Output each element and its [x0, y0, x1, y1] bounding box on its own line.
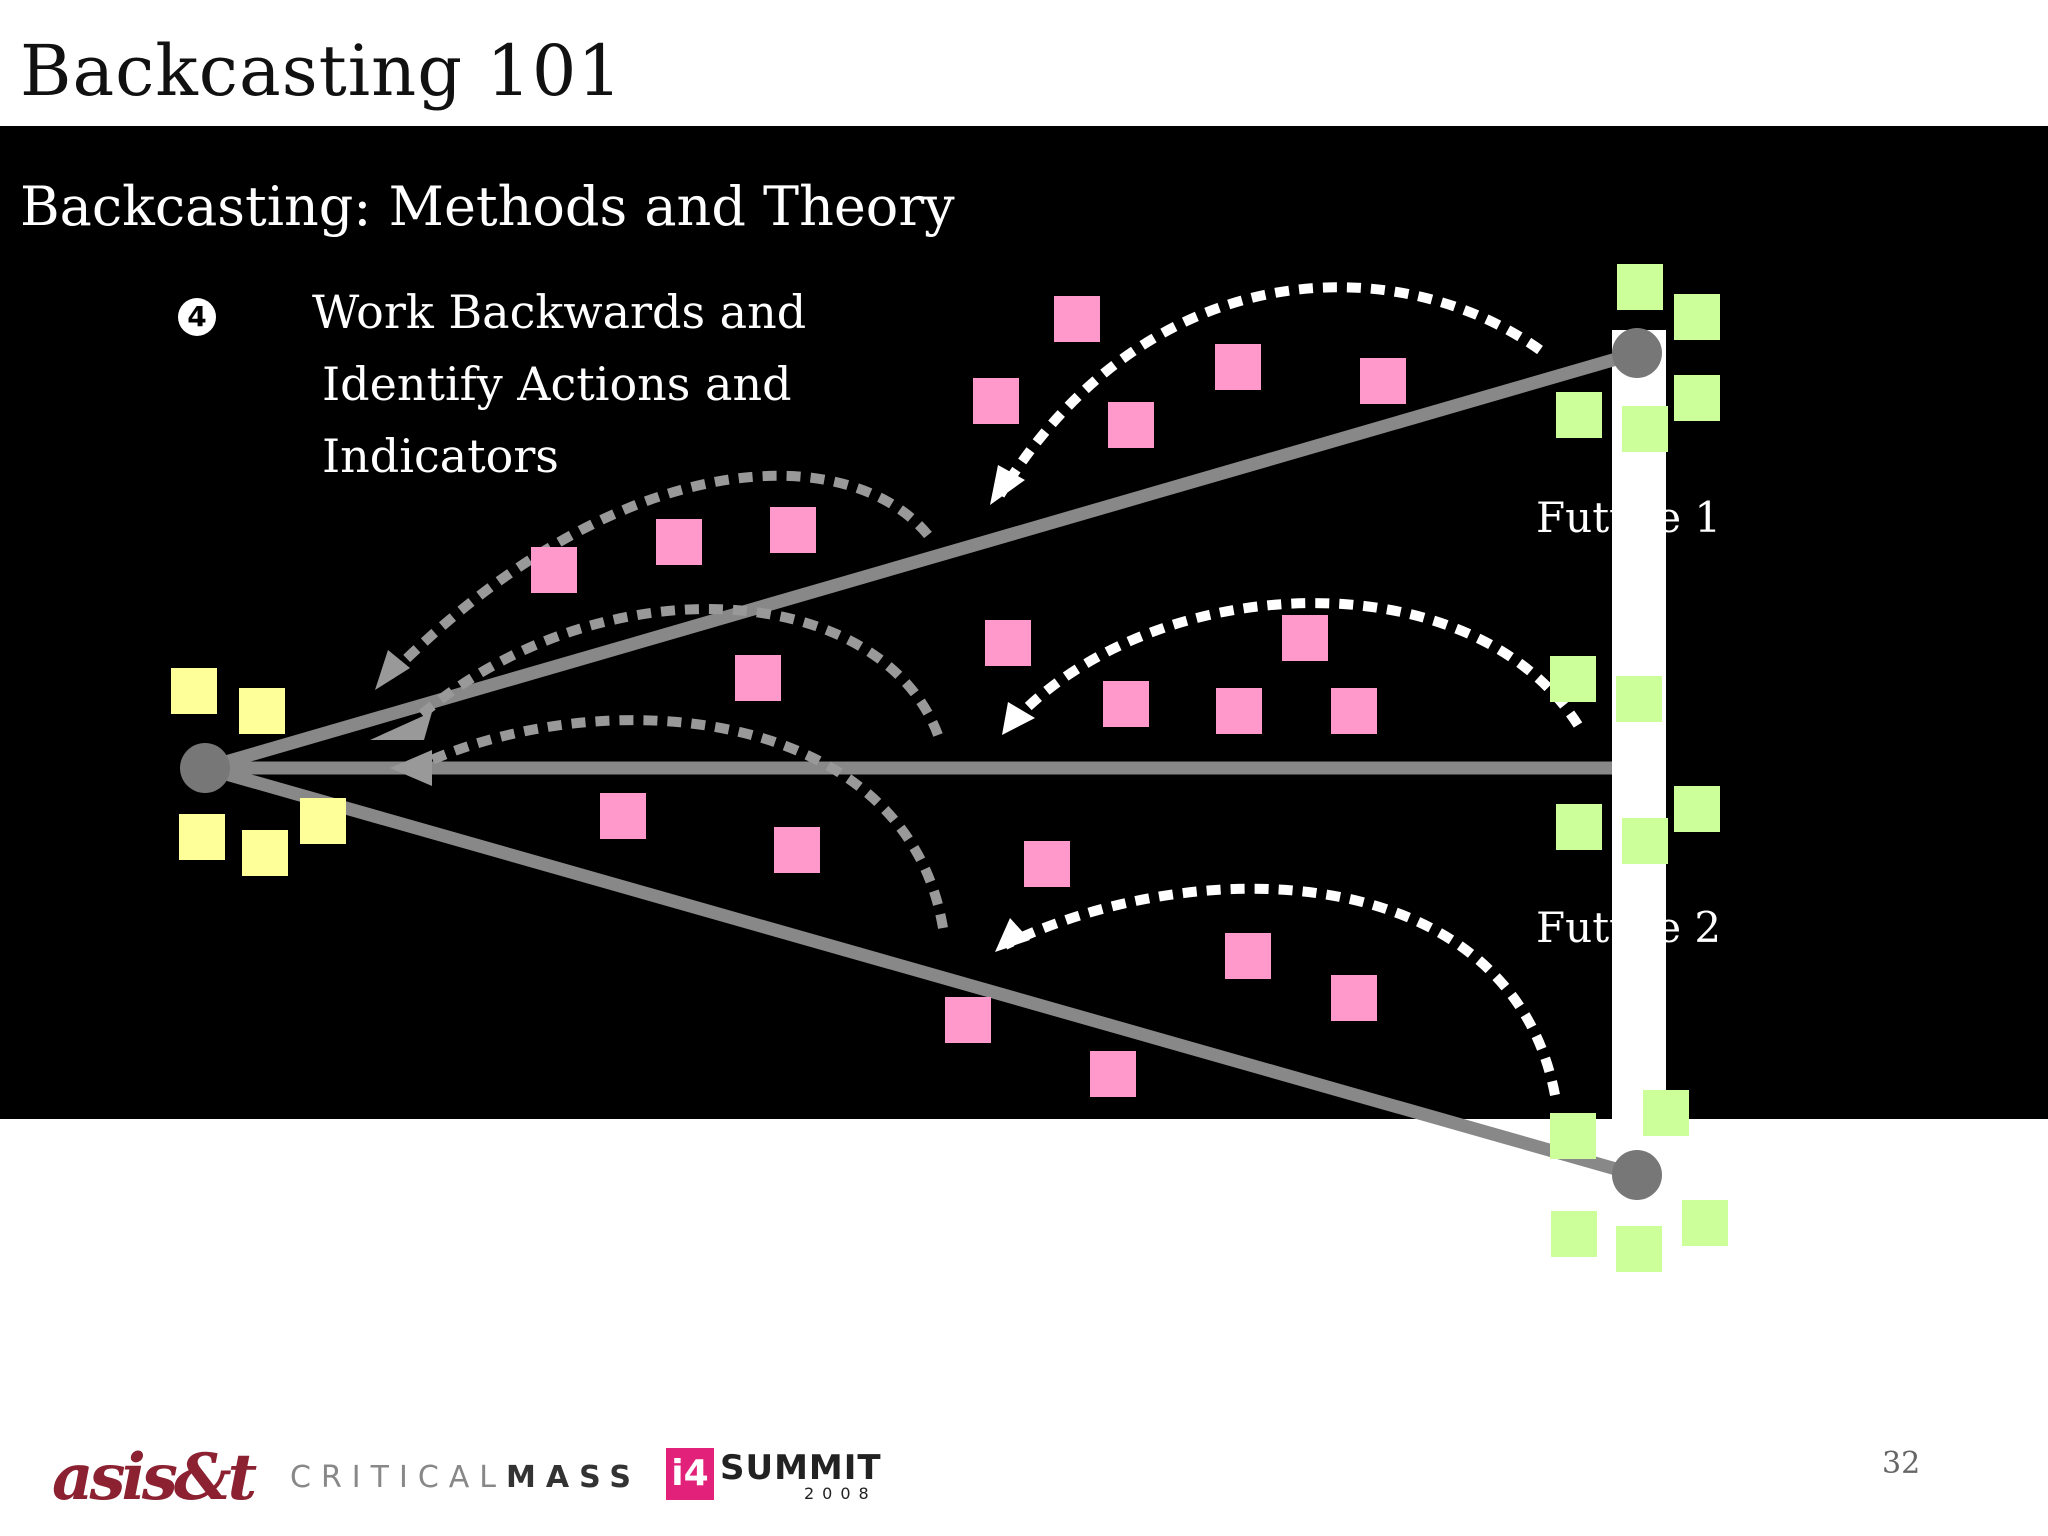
sticky-note	[1556, 392, 1602, 438]
sticky-note	[973, 378, 1019, 424]
summit-logo: SUMMIT	[720, 1448, 882, 1488]
sticky-note	[1616, 676, 1662, 722]
backward-arc-top	[995, 282, 1543, 498]
arrowhead-top-line	[370, 712, 432, 740]
future-notes	[1550, 264, 1728, 1272]
sticky-note	[1551, 1211, 1597, 1257]
sticky-note	[1103, 681, 1149, 727]
i4-logo-icon: i4	[666, 1448, 714, 1500]
sticky-note	[1024, 841, 1070, 887]
step-text-line-2: Identify Actions and	[322, 357, 792, 411]
sticky-note	[1622, 406, 1668, 452]
arc-arrowhead-middle	[1002, 702, 1035, 735]
sticky-note	[985, 620, 1031, 666]
step-text-line-3: Indicators	[322, 429, 559, 483]
sticky-note	[1550, 1113, 1596, 1159]
sticky-note	[1674, 294, 1720, 340]
sticky-note	[735, 655, 781, 701]
arc-arrowhead-top	[990, 465, 1025, 505]
arc-arrowhead-gray-top	[375, 650, 410, 690]
asist-logo: asis&t	[52, 1440, 257, 1515]
arc-arrowhead-bottom	[995, 918, 1030, 952]
line-to-future-2	[203, 761, 1639, 1182]
sticky-note	[1090, 1051, 1136, 1097]
sticky-note	[1556, 804, 1602, 850]
page-number: 32	[1882, 1446, 1921, 1481]
sticky-note	[531, 547, 577, 593]
sticky-note	[1643, 1090, 1689, 1136]
sticky-note	[242, 830, 288, 876]
sticky-note	[1550, 656, 1596, 702]
present-node	[180, 743, 230, 793]
sticky-note	[1054, 296, 1100, 342]
timeline-bar-overlay-2	[1612, 900, 1666, 960]
sticky-note	[600, 793, 646, 839]
slide-subtitle: Backcasting: Methods and Theory	[20, 175, 955, 238]
sticky-note	[1215, 344, 1261, 390]
backward-arc-middle	[1006, 598, 1583, 729]
sticky-note	[1617, 264, 1663, 310]
sticky-note	[945, 997, 991, 1043]
sticky-note	[1360, 358, 1406, 404]
sticky-note	[770, 507, 816, 553]
critical-mass-logo-mass: MASS	[506, 1460, 641, 1495]
sticky-note	[1616, 1226, 1662, 1272]
future-2-node	[1612, 1150, 1662, 1200]
sticky-note	[300, 798, 346, 844]
sticky-note	[1216, 688, 1262, 734]
sticky-note	[656, 519, 702, 565]
step-text-line-1: Work Backwards and	[312, 285, 807, 339]
backward-arc-gray-top	[381, 470, 932, 684]
sticky-note	[179, 814, 225, 860]
critical-mass-logo: CRITICALMASS	[290, 1460, 641, 1495]
summit-year: 2008	[804, 1484, 877, 1503]
present-notes	[171, 668, 346, 876]
sticky-note	[1622, 818, 1668, 864]
sticky-note	[1282, 615, 1328, 661]
slide-title: Backcasting 101	[20, 30, 623, 112]
sticky-note	[1331, 688, 1377, 734]
future-1-node	[1612, 328, 1662, 378]
backward-arc-bottom	[1002, 883, 1560, 1096]
sticky-note	[1108, 402, 1154, 448]
sticky-note	[171, 668, 217, 714]
sticky-note	[1682, 1200, 1728, 1246]
sticky-note	[239, 688, 285, 734]
step-number-badge: 4	[178, 298, 216, 336]
timeline-bar-overlay-1	[1612, 490, 1666, 550]
sticky-note	[1225, 933, 1271, 979]
sticky-note	[1674, 375, 1720, 421]
sticky-note	[1674, 786, 1720, 832]
sticky-note	[774, 827, 820, 873]
future-timeline-bar	[1612, 330, 1666, 1190]
sticky-note	[1331, 975, 1377, 1021]
critical-mass-logo-critical: CRITICAL	[290, 1460, 506, 1495]
action-notes	[531, 296, 1406, 1097]
